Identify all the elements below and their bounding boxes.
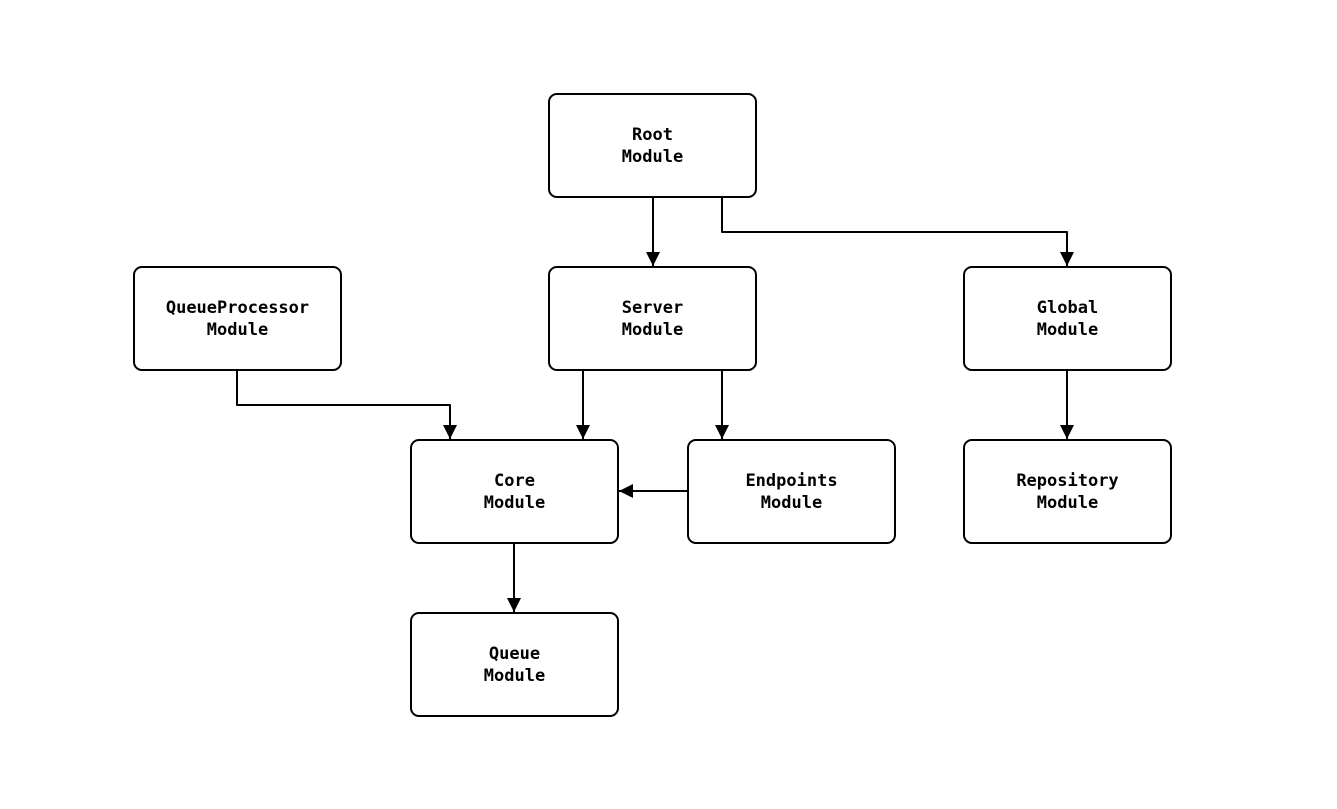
node-queue-module: Queue Module <box>410 612 619 717</box>
node-endpoints-module: Endpoints Module <box>687 439 896 544</box>
node-server-label-line1: Server <box>621 297 684 318</box>
edge-queueprocessor-to-core <box>236 371 457 439</box>
node-queueprocessor-module: QueueProcessor Module <box>133 266 342 371</box>
node-queue-label-line2: Module <box>483 665 546 686</box>
node-queueprocessor-label-line1: QueueProcessor <box>165 297 310 318</box>
node-core-label-line2: Module <box>483 492 546 513</box>
node-queueprocessor-label-line2: Module <box>206 319 269 340</box>
node-repository-module: Repository Module <box>963 439 1172 544</box>
node-server-label-line2: Module <box>621 319 684 340</box>
node-queue-label-line1: Queue <box>488 643 541 664</box>
node-global-module: Global Module <box>963 266 1172 371</box>
node-server-module: Server Module <box>548 266 757 371</box>
node-global-label-line1: Global <box>1036 297 1099 318</box>
node-global-label-line2: Module <box>1036 319 1099 340</box>
node-repository-label-line1: Repository <box>1016 470 1119 491</box>
node-repository-label-line2: Module <box>1036 492 1099 513</box>
node-core-module: Core Module <box>410 439 619 544</box>
edge-root-to-global <box>721 198 1074 266</box>
node-endpoints-label-line1: Endpoints <box>745 470 838 491</box>
node-core-label-line1: Core <box>494 470 535 491</box>
node-root-label-line1: Root <box>632 124 673 145</box>
node-endpoints-label-line2: Module <box>760 492 823 513</box>
node-root-label-line2: Module <box>621 146 684 167</box>
node-root-module: Root Module <box>548 93 757 198</box>
